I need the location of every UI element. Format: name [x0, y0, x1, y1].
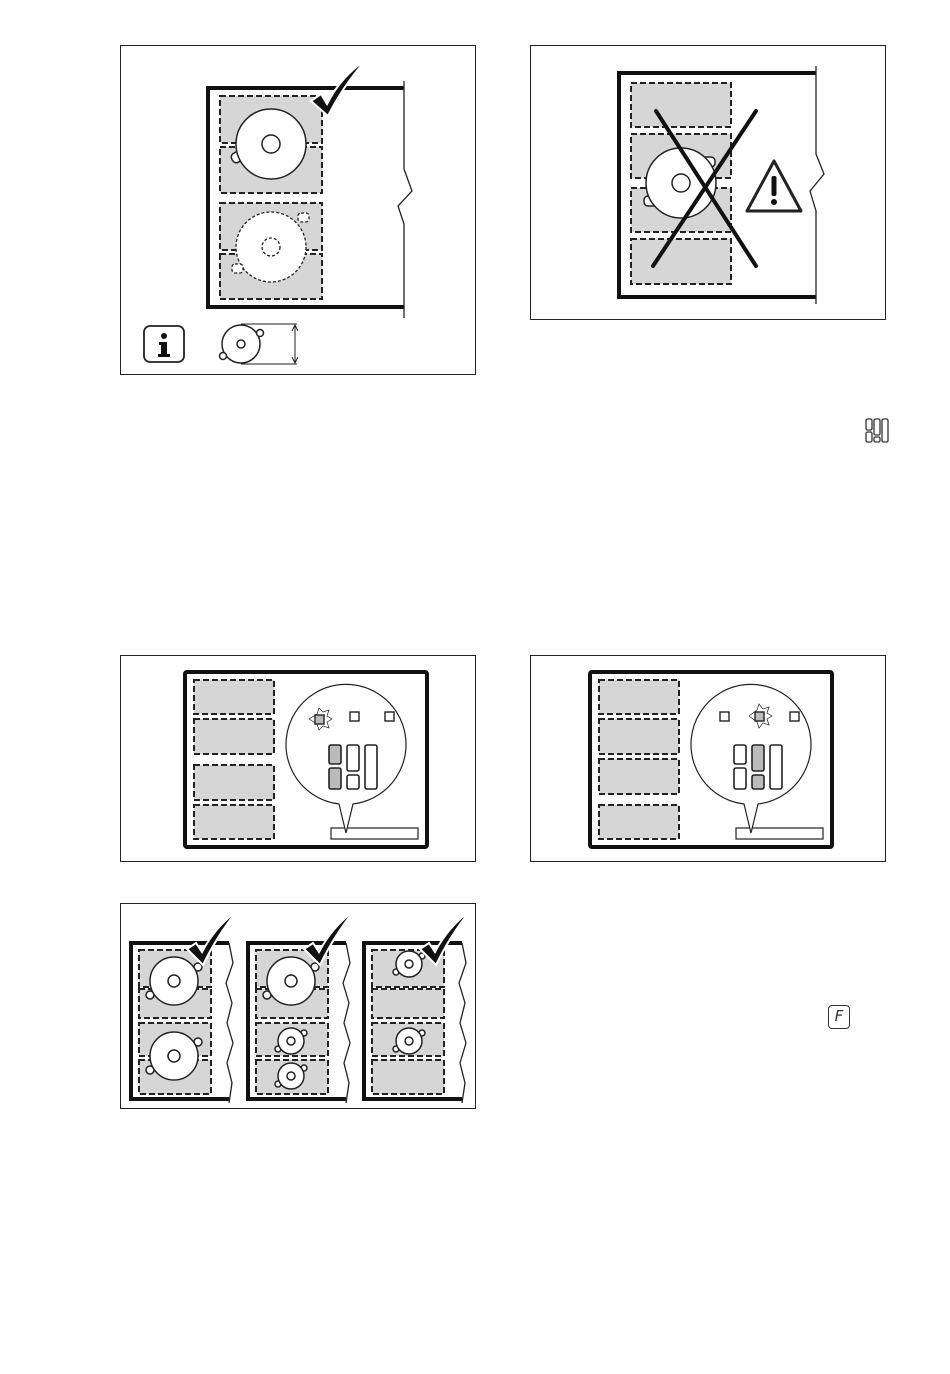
hob-panel-two-large-pans: [129, 941, 235, 1105]
zone-display-icon: [328, 744, 378, 790]
figure-pan-placement-correct: [120, 45, 476, 375]
checkmark-icon: [419, 910, 471, 966]
warning-icon: [745, 159, 803, 213]
pan-icon: [230, 108, 307, 180]
magnifier-bubble: [690, 683, 812, 834]
checkmark-icon: [186, 910, 238, 966]
figure-zone-selection-middle: [530, 655, 886, 862]
control-panel: [330, 827, 419, 840]
figure-pan-placement-wrong: [530, 45, 886, 320]
pan-outline-dashed-icon: [231, 211, 310, 283]
zone-display-icon: [733, 744, 783, 790]
pan-diameter-icon: [218, 323, 299, 365]
cooking-zones: [598, 679, 680, 840]
checkmark-icon: [309, 59, 367, 118]
hob-panel-large-and-small-pans: [246, 941, 352, 1105]
hob-panel-two-small-pans: [362, 941, 468, 1105]
cross-icon: [651, 109, 758, 268]
info-icon: [143, 325, 185, 363]
checkmark-icon: [303, 910, 355, 966]
figure-pan-combinations-correct: [120, 903, 476, 1109]
magnifier-bubble: [285, 683, 407, 834]
function-key-icon: F: [828, 1005, 850, 1029]
figure-zone-selection-left: [120, 655, 476, 862]
cooking-zones: [630, 82, 732, 285]
cooking-zones: [193, 679, 275, 840]
zone-display-icon: [865, 418, 889, 443]
control-panel: [735, 827, 824, 840]
